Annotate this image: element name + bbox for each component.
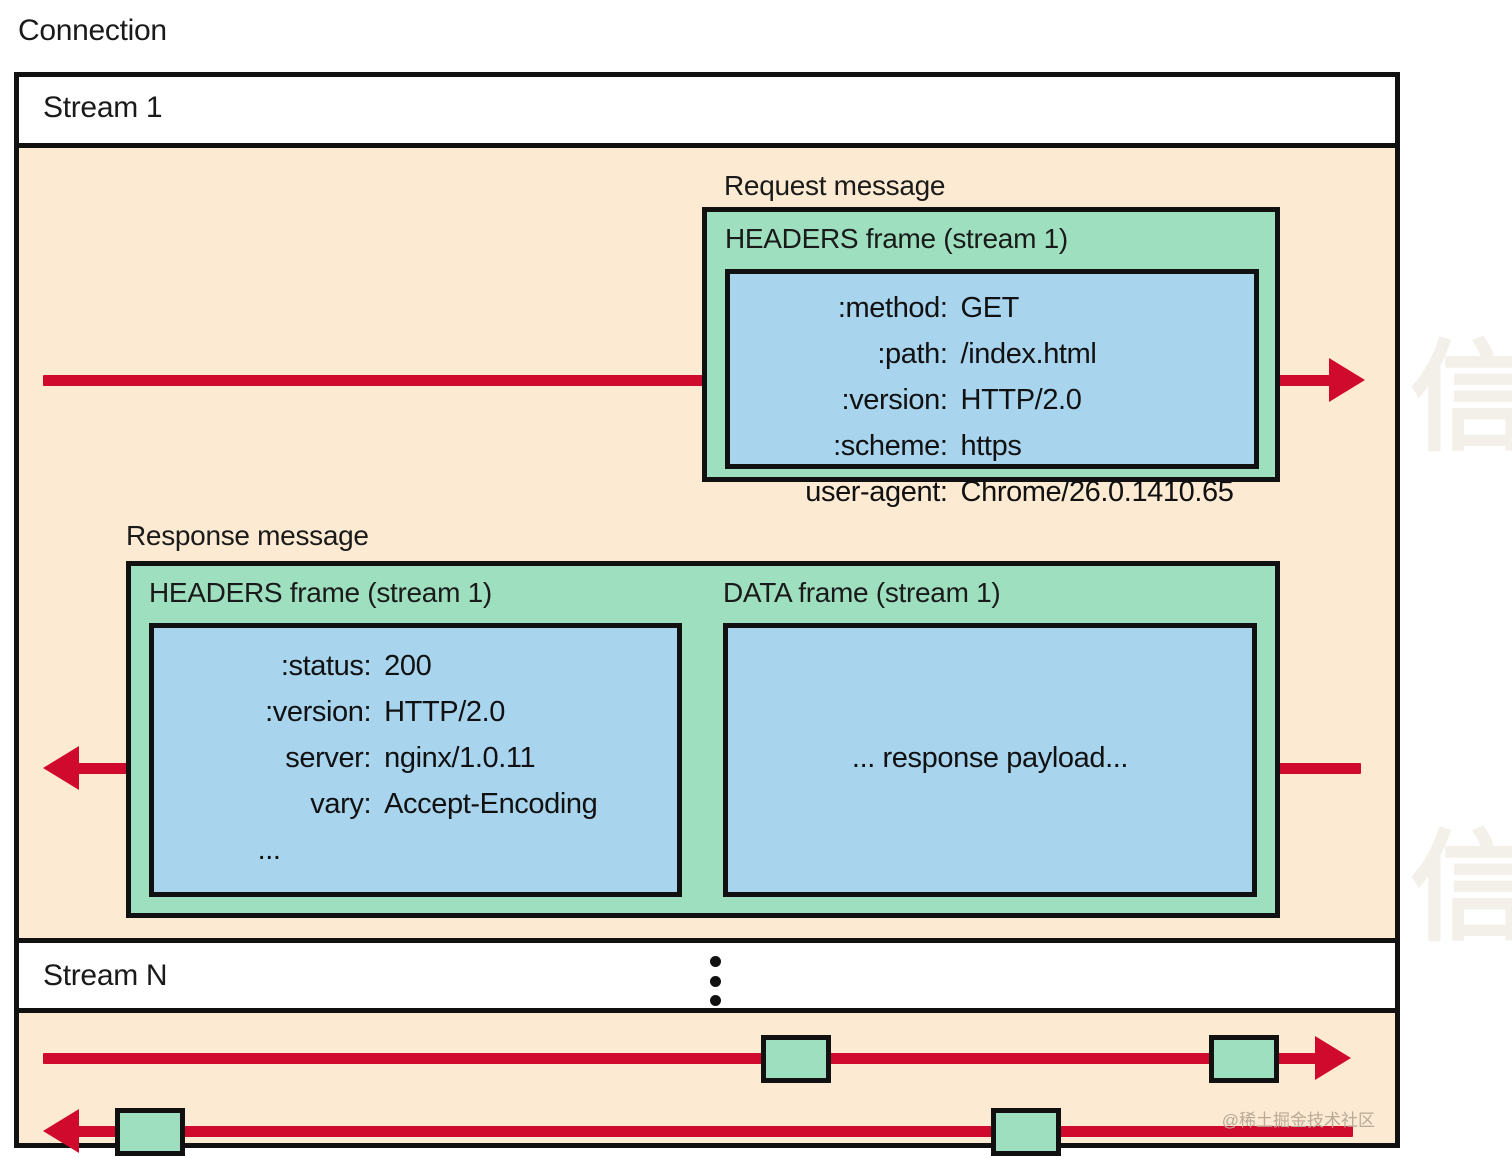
- stream-1-label: Stream 1: [43, 91, 163, 124]
- table-row: :scheme: https: [730, 423, 1254, 469]
- header-value: 200: [384, 650, 432, 682]
- table-row: :status: 200: [154, 643, 677, 689]
- header-key: :method:: [837, 292, 948, 324]
- response-headers-table: :status: 200 :version: HTTP/2.0 server: …: [154, 643, 677, 873]
- request-arrow-head-icon: [1329, 358, 1365, 402]
- stream-n-response-arrow-line: [65, 1126, 1353, 1137]
- request-headers-payload: :method: GET :path: /index.html :version…: [725, 269, 1259, 508]
- request-headers-frame: HEADERS frame (stream 1) :method: GET :p…: [702, 207, 1280, 508]
- response-message-label: Response message: [126, 520, 369, 551]
- header-value: nginx/1.0.11: [384, 742, 536, 774]
- header-key: :version:: [265, 696, 372, 728]
- table-row: :path: /index.html: [730, 331, 1254, 377]
- table-row: vary: Accept-Encoding: [154, 781, 677, 827]
- response-payload-text: ... response payload...: [851, 742, 1129, 774]
- header-value: GET: [960, 292, 1020, 324]
- header-key: :scheme:: [833, 430, 948, 462]
- header-value: https: [960, 430, 1022, 462]
- ghost-watermark-1: 信: [1410, 331, 1512, 465]
- header-value: /index.html: [960, 338, 1097, 370]
- frame-chip: [991, 1108, 1061, 1156]
- table-row: :version: HTTP/2.0: [154, 689, 677, 735]
- frame-chip: [1209, 1035, 1279, 1083]
- header-key: :version:: [841, 384, 948, 416]
- header-key: server:: [285, 742, 372, 774]
- header-key: vary:: [310, 788, 372, 820]
- table-row: user-agent: Chrome/26.0.1410.65: [730, 469, 1254, 515]
- response-arrow-head-icon: [43, 746, 79, 790]
- stream-n-header: Stream N: [19, 938, 1395, 1013]
- request-frame-title: HEADERS frame (stream 1): [725, 223, 1068, 254]
- header-key: user-agent:: [805, 476, 948, 508]
- response-headers-frame-title: HEADERS frame (stream 1): [149, 577, 492, 608]
- frame-chip: [115, 1108, 185, 1156]
- response-message-frame: HEADERS frame (stream 1) DATA frame (str…: [126, 561, 1280, 918]
- table-row: :version: HTTP/2.0: [730, 377, 1254, 423]
- header-value: HTTP/2.0: [384, 696, 505, 728]
- table-row: server: nginx/1.0.11: [154, 735, 677, 781]
- response-data-payload: ... response payload...: [723, 623, 1257, 897]
- response-data-frame-title: DATA frame (stream 1): [723, 577, 1001, 608]
- connection-box: Stream 1 Request message HEADERS frame (…: [14, 72, 1400, 1156]
- connection-title: Connection: [18, 14, 167, 47]
- request-arrow-line: [43, 375, 1349, 386]
- stream-n-request-arrow-line: [43, 1053, 1331, 1064]
- header-key: :status:: [280, 650, 372, 682]
- vertical-ellipsis-icon: [710, 956, 721, 1006]
- header-key: :path:: [877, 338, 948, 370]
- table-row: :method: GET: [730, 285, 1254, 331]
- request-headers-table: :method: GET :path: /index.html :version…: [730, 285, 1254, 515]
- watermark-text: @稀土掘金技术社区: [1221, 1111, 1375, 1130]
- stream-1-body: Request message HEADERS frame (stream 1)…: [19, 148, 1395, 938]
- frame-chip: [761, 1035, 831, 1083]
- header-value: Accept-Encoding: [384, 788, 598, 820]
- headers-ellipsis: ...: [257, 834, 281, 866]
- header-value: HTTP/2.0: [960, 384, 1082, 416]
- ghost-watermark-2: 信: [1410, 821, 1512, 955]
- response-headers-payload: :status: 200 :version: HTTP/2.0 server: …: [149, 623, 682, 897]
- stream-n-body: @稀土掘金技术社区: [19, 1013, 1395, 1156]
- stream-1-header: Stream 1: [19, 77, 1395, 148]
- request-message-label: Request message: [724, 170, 946, 201]
- stream-n-request-arrow-head-icon: [1315, 1036, 1351, 1080]
- table-row: ...: [154, 827, 677, 873]
- stream-n-label: Stream N: [43, 959, 168, 992]
- header-value: Chrome/26.0.1410.65: [960, 476, 1234, 508]
- stream-n-response-arrow-head-icon: [43, 1109, 79, 1153]
